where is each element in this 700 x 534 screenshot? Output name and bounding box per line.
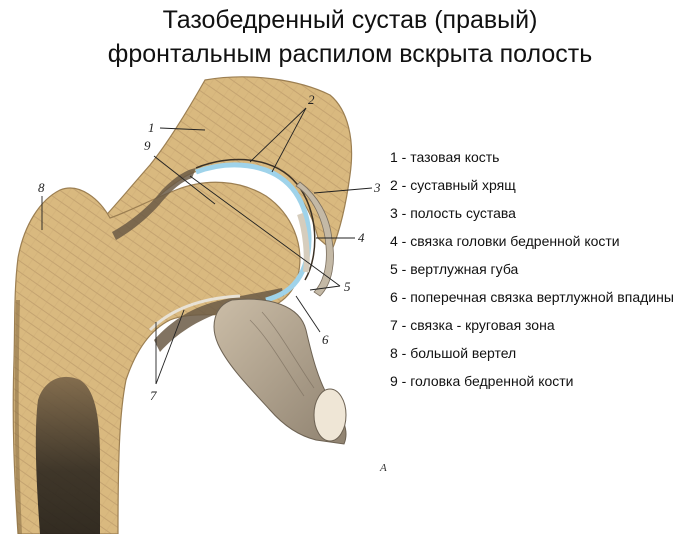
legend-item-3: 3 - полость сустава (390, 205, 516, 221)
leader-5b (309, 285, 341, 291)
joint-cavity-line (195, 158, 316, 281)
legend-item-5: 5 - вертлужная губа (390, 261, 519, 277)
zona-orbicularis (148, 294, 241, 332)
callout-4: 4 (358, 230, 365, 245)
upper-capsule (112, 168, 196, 240)
legend-item-4: 4 - связка головки бедренной кости (390, 233, 620, 249)
figure-letter: A (380, 462, 387, 474)
legend-item-6: 6 - поперечная связка вертлужной впадины (390, 289, 674, 305)
ligament-fibers (249, 311, 315, 397)
leader-6 (295, 295, 321, 333)
leader-7b (155, 309, 185, 385)
legend-item-2: 2 - суставный хрящ (390, 177, 516, 193)
leader-2b (271, 107, 307, 173)
leader-1 (159, 127, 206, 131)
legend-item-1: 1 - тазовая кость (390, 149, 500, 165)
legend-item-9: 9 - головка бедренной кости (390, 373, 574, 389)
callout-7: 7 (150, 388, 157, 403)
leader-2a (249, 107, 307, 163)
leader-3 (313, 187, 373, 194)
ligament-of-femoral-head (297, 213, 310, 273)
articular-cartilage (195, 162, 312, 303)
legend-item-7: 7 - связка - круговая зона (390, 317, 555, 333)
callout-1: 1 (148, 120, 155, 135)
title-line-1: Тазобедренный сустав (правый) (162, 6, 538, 34)
callout-9: 9 (144, 138, 151, 153)
callout-6: 6 (322, 332, 329, 347)
leader-lines (41, 107, 373, 385)
callout-2: 2 (308, 92, 315, 107)
marrow-cavity (35, 376, 101, 534)
ligament-cross-section (313, 388, 347, 442)
callout-8: 8 (38, 180, 45, 195)
callout-5: 5 (344, 279, 351, 294)
legend: 1 - тазовая кость 2 - суставный хрящ 3 -… (390, 143, 674, 395)
cortical-bone-left (14, 299, 22, 534)
legend-item-8: 8 - большой вертел (390, 345, 517, 361)
leader-9 (153, 155, 216, 205)
title-line-2: фронтальным распилом вскрыта полость (107, 40, 593, 68)
ligament-bundle (213, 298, 347, 445)
callout-3: 3 (373, 180, 381, 195)
acetabular-labrum (295, 181, 334, 297)
leader-5a (189, 175, 341, 287)
